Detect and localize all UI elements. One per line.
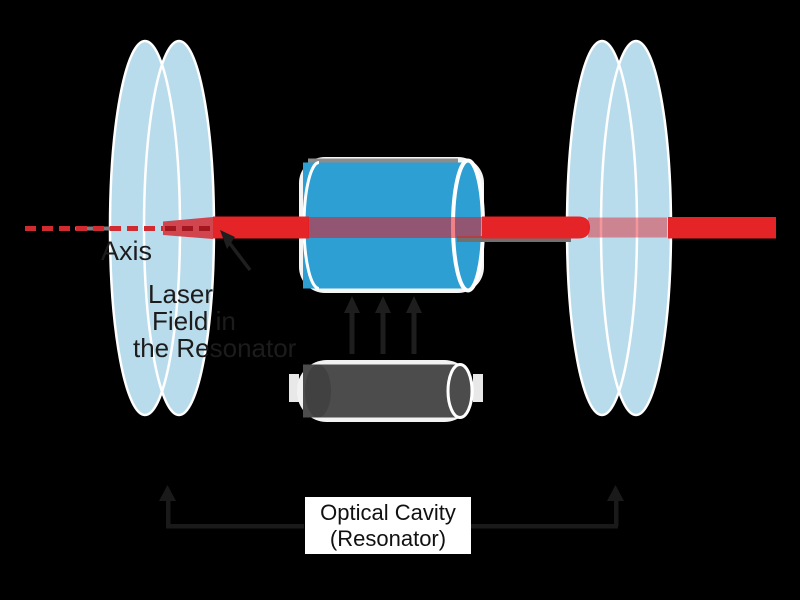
pump-lamp-left-cap [305,364,331,418]
pump-arrow-icon [406,296,422,354]
cavity-label-box: Optical Cavity (Resonator) [305,497,471,554]
pump-arrow-icon [375,296,391,354]
cavity-bracket [159,485,624,529]
beam-over-right-mirror [588,217,667,238]
pump-arrows [344,296,422,354]
laser-field-label-line2: Field in [152,306,236,336]
pump-lamp [289,360,483,422]
pump-lamp-right-cap [446,363,474,419]
gain-medium-top-edge [308,158,458,165]
pump-lamp-right-tab [473,374,483,402]
beam-pointer-arrow [220,230,252,272]
cavity-label-line2: (Resonator) [329,525,447,551]
laser-field-label-line3: the Resonator [133,333,297,363]
laser-beam [163,216,776,239]
pump-arrow-icon [344,296,360,354]
bracket-line-left [166,524,304,529]
laser-field-label-line1: Laser [148,279,214,309]
bracket-up-arrow-icon [607,485,624,526]
beam-output [668,217,776,239]
pump-lamp-left-tab [289,374,299,402]
cavity-label-line1: Optical Cavity [320,499,456,525]
axis-label: Axis [101,236,153,266]
beam-intracavity-left [213,216,309,239]
bracket-up-arrow-icon [159,485,176,526]
beam-gray-shadow [457,236,571,242]
beam-inside-gain-medium [308,217,482,238]
beam-intracavity-right [482,216,590,239]
bracket-line-right [471,524,618,529]
